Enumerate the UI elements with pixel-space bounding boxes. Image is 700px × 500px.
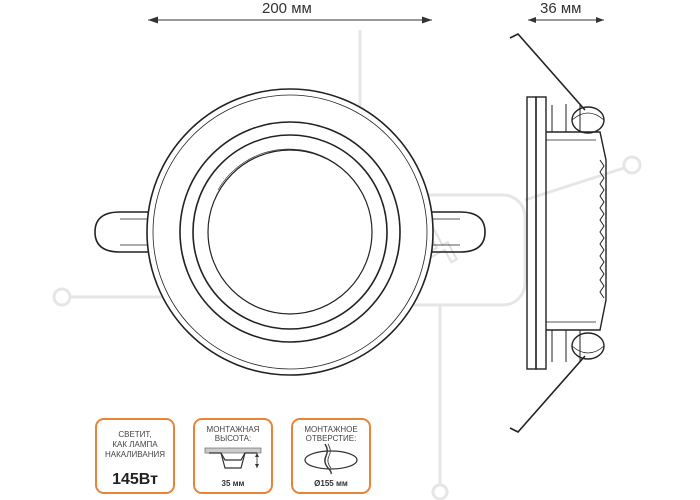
brightness-line3: НАКАЛИВАНИЯ	[105, 450, 165, 459]
brightness-line1: СВЕТИТ,	[118, 430, 152, 439]
front-diffuser	[207, 149, 373, 315]
mount-height-line1: МОНТАЖНАЯ	[206, 425, 260, 434]
side-flange-outer	[526, 96, 537, 370]
front-view	[94, 88, 486, 376]
mount-height-icon	[204, 447, 262, 469]
arrow-left-icon	[148, 16, 158, 24]
watermark-circle-bottom	[431, 483, 449, 500]
mount-height-badge: МОНТАЖНАЯ ВЫСОТА: 35 мм	[193, 418, 273, 494]
mount-height-line2: ВЫСОТА:	[214, 434, 252, 443]
brightness-value: 145Вт	[112, 471, 158, 488]
side-body-detail	[546, 139, 596, 323]
brightness-line2: КАК ЛАМПА	[112, 440, 158, 449]
brightness-badge: СВЕТИТ, КАК ЛАМПА НАКАЛИВАНИЯ 145Вт	[95, 418, 175, 494]
cutout-icon	[304, 443, 358, 475]
front-diffuser-highlight	[217, 148, 361, 191]
side-spring-bottom-ribs	[551, 330, 581, 362]
depth-arrow-left-icon	[528, 17, 536, 23]
front-tab-left	[94, 211, 175, 253]
front-bezel	[179, 121, 401, 343]
side-spring-top-coil	[571, 106, 605, 134]
side-spring-bottom-coil	[571, 332, 605, 360]
cutout-line2: ОТВЕРСТИЕ:	[305, 434, 357, 443]
cutout-line1: МОНТАЖНОЕ	[304, 425, 358, 434]
side-spring-top-coil-detail	[571, 112, 605, 121]
side-spring-bottom	[509, 355, 586, 433]
watermark-line-right	[524, 166, 625, 202]
cutout-badge: МОНТАЖНОЕ ОТВЕРСТИЕ: Ø155 мм	[291, 418, 371, 494]
cutout-value: Ø155 мм	[314, 479, 348, 488]
side-body	[546, 131, 607, 331]
depth-arrow-right-icon	[596, 17, 604, 23]
side-heatsink-fins	[599, 159, 605, 299]
front-tab-right	[405, 211, 486, 253]
front-diffuser-edge	[192, 134, 388, 330]
side-flange-inner	[535, 96, 547, 370]
mount-height-value: 35 мм	[221, 479, 245, 488]
front-outer-rim	[146, 88, 434, 376]
width-label: 200 мм	[262, 0, 312, 17]
watermark-circle-left	[52, 287, 72, 307]
front-outer-rim-inner	[152, 94, 428, 370]
depth-dimension	[528, 17, 604, 23]
arrow-right-icon	[422, 16, 432, 24]
watermark-circle-right	[622, 155, 642, 175]
width-dimension	[148, 16, 432, 24]
depth-label: 36 мм	[540, 0, 582, 17]
side-view	[509, 33, 607, 433]
side-spring-top	[509, 33, 586, 111]
side-spring-bottom-coil-detail	[571, 345, 605, 354]
